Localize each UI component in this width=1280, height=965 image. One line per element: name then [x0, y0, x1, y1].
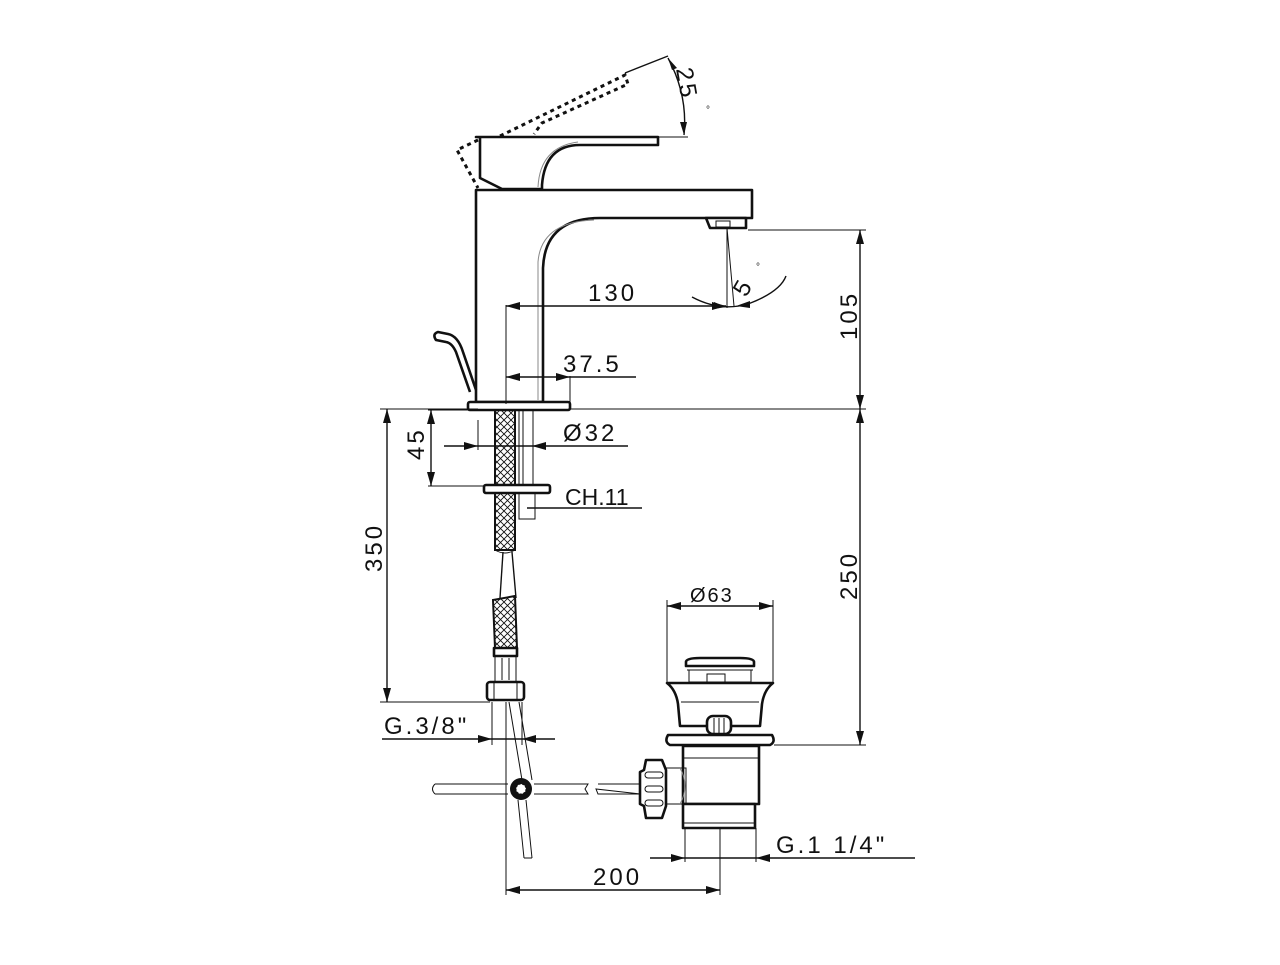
hose-length-label: 350 [361, 523, 388, 572]
body-offset-label: 37.5 [563, 351, 622, 378]
nut-size-callout: CH.11 [527, 484, 642, 510]
svg-text:°: ° [706, 105, 710, 116]
lever-angle-label: 25 [670, 65, 702, 102]
pop-up-waste [638, 656, 775, 830]
waste-thread-label: G.1 1/4" [776, 832, 887, 859]
mounting-shank [482, 409, 552, 554]
nut-size-label: CH.11 [565, 484, 629, 510]
shank-diameter-dimension: Ø32 [444, 420, 628, 450]
spout-reach-dimension: 130 [505, 280, 726, 404]
faucet-body [433, 188, 754, 412]
spout-angle-dimension: 5 ° [691, 227, 787, 309]
svg-text:°: ° [756, 262, 760, 273]
body-offset-dimension: 37.5 [506, 351, 636, 402]
hose-connection-dimension: G.3/8" [382, 702, 555, 745]
spout-height-label: 105 [836, 291, 863, 340]
rod-distance-dimension: 200 [506, 828, 721, 895]
flexible-hose [485, 551, 526, 702]
shank-length-dimension: 45 [403, 409, 500, 487]
lever-handle [474, 135, 688, 191]
pop-up-rod-assembly [432, 701, 641, 895]
waste-thread-dimension: G.1 1/4" [650, 828, 915, 862]
waste-diameter-dimension: Ø63 [666, 585, 774, 683]
shank-length-label: 45 [403, 427, 430, 460]
hose-connection-label: G.3/8" [384, 713, 469, 740]
lever-angle-dimension: 25 ° [667, 57, 710, 136]
lever-raised-outline [454, 55, 669, 189]
shank-diameter-label: Ø32 [563, 420, 617, 447]
spout-angle-label: 5 [728, 273, 760, 301]
waste-height-dimension: 250 [774, 409, 866, 746]
hose-length-dimension: 350 [361, 408, 490, 703]
waste-diameter-label: Ø63 [690, 585, 734, 607]
rod-distance-label: 200 [593, 864, 642, 891]
spout-reach-label: 130 [588, 280, 637, 307]
spout-height-dimension: 105 [570, 229, 866, 410]
waste-height-label: 250 [836, 551, 863, 600]
